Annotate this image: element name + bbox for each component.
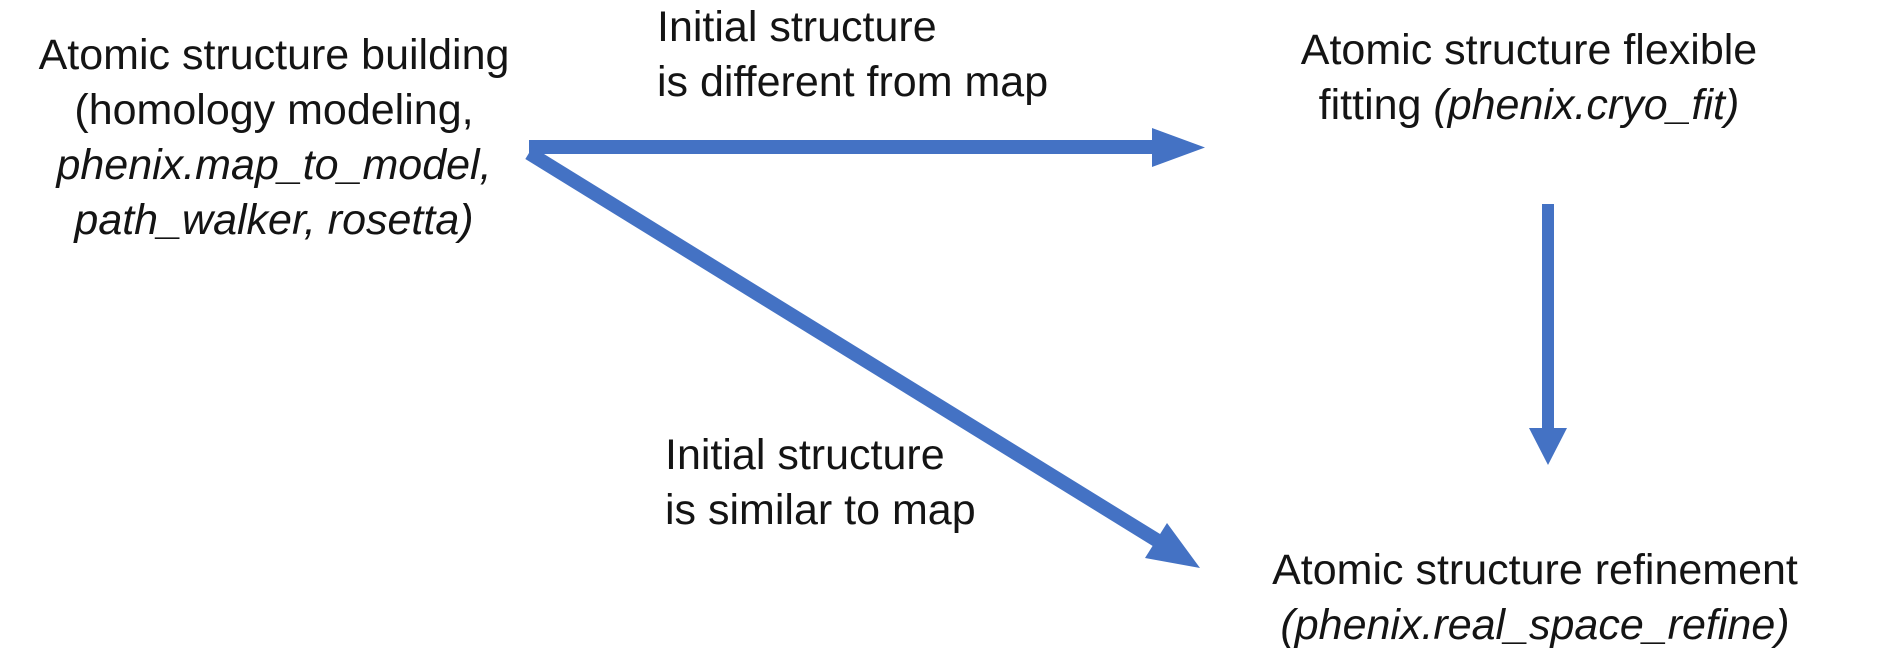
edge-label-similar-line2: is similar to map	[665, 486, 976, 534]
node-building-line1: Atomic structure building	[38, 31, 510, 79]
node-flexible-fitting-line2: fitting (phenix.cryo_fit)	[1318, 81, 1740, 129]
node-building-line2: (homology modeling,	[74, 86, 474, 134]
node-atomic-structure-refinement: Atomic structure refinement (phenix.real…	[1265, 543, 1805, 653]
edge-label-different-line1: Initial structure	[657, 3, 937, 51]
real-space-refine-program-name: (phenix.real_space_refine)	[1280, 601, 1790, 649]
edge-label-similar-to-map: Initial structure is similar to map	[665, 428, 976, 538]
edge-label-different-line2: is different from map	[657, 58, 1049, 106]
arrow-building-to-flexible-fitting-icon	[529, 128, 1205, 167]
arrow-flexible-fitting-to-refinement-icon	[1529, 204, 1567, 465]
edge-label-different-from-map: Initial structure is different from map	[657, 0, 1048, 110]
arrow-building-to-refinement-icon	[525, 147, 1200, 568]
node-atomic-structure-flexible-fitting: Atomic structure flexible fitting (pheni…	[1269, 23, 1789, 133]
node-refinement-line1: Atomic structure refinement	[1272, 546, 1798, 594]
node-atomic-structure-building: Atomic structure building (homology mode…	[8, 28, 540, 248]
node-flexible-fitting-line1: Atomic structure flexible	[1300, 26, 1758, 74]
node-building-line4: path_walker, rosetta)	[74, 196, 474, 244]
node-building-line3: phenix.map_to_model,	[56, 141, 492, 189]
edge-label-similar-line1: Initial structure	[665, 431, 945, 479]
cryo-fit-program-name: (phenix.cryo_fit)	[1433, 81, 1740, 129]
